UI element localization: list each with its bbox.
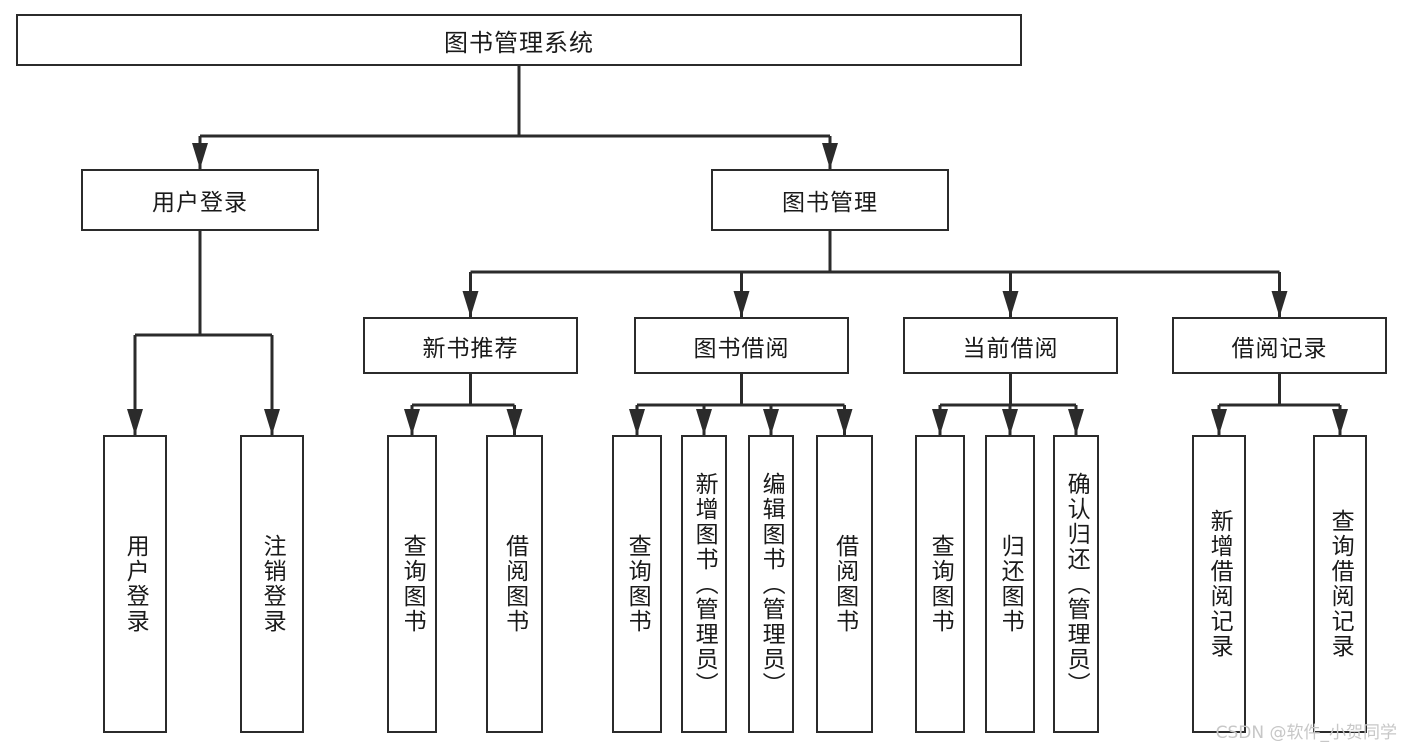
node-label: 确认归还（管理员）	[1063, 471, 1090, 697]
node-label: 借阅图书	[501, 534, 528, 634]
node-label: 查询借阅记录	[1327, 509, 1354, 659]
node-label: 借阅图书	[831, 534, 858, 634]
node-leaf-logout: 注销登录	[240, 435, 304, 733]
node-leaf-query-book-3: 查询图书	[915, 435, 965, 733]
node-label: 图书管理	[782, 190, 878, 216]
node-label: 用户登录	[122, 534, 149, 634]
node-user-login: 用户登录	[81, 169, 319, 231]
node-leaf-add-book: 新增图书（管理员）	[681, 435, 727, 733]
node-label: 借阅记录	[1231, 335, 1328, 362]
node-leaf-confirm-return: 确认归还（管理员）	[1053, 435, 1099, 733]
watermark-text: CSDN @软件_小贺同学	[1215, 723, 1397, 743]
node-label: 新增图书（管理员）	[691, 471, 718, 697]
node-label: 新书推荐	[422, 335, 519, 362]
node-label: 查询图书	[624, 534, 651, 634]
node-leaf-query-book-2: 查询图书	[612, 435, 662, 733]
node-leaf-borrow-book-2: 借阅图书	[816, 435, 873, 733]
node-label: 注销登录	[259, 534, 286, 634]
node-borrow-record: 借阅记录	[1172, 317, 1387, 374]
node-label: 图书借阅	[693, 335, 790, 362]
node-label: 用户登录	[152, 190, 248, 216]
node-root: 图书管理系统	[16, 14, 1022, 66]
node-label: 图书管理系统	[444, 28, 594, 57]
node-label: 当前借阅	[962, 335, 1059, 362]
node-label: 编辑图书（管理员）	[758, 471, 785, 697]
node-leaf-add-record: 新增借阅记录	[1192, 435, 1246, 733]
node-label: 归还图书	[997, 534, 1024, 634]
node-leaf-edit-book: 编辑图书（管理员）	[748, 435, 794, 733]
node-label: 查询图书	[927, 534, 954, 634]
node-current-borrow: 当前借阅	[903, 317, 1118, 374]
node-book-borrow: 图书借阅	[634, 317, 849, 374]
node-label: 新增借阅记录	[1206, 509, 1233, 659]
node-new-book-rec: 新书推荐	[363, 317, 578, 374]
node-book-manage: 图书管理	[711, 169, 949, 231]
node-leaf-query-book-1: 查询图书	[387, 435, 437, 733]
node-leaf-user-login: 用户登录	[103, 435, 167, 733]
node-leaf-query-record: 查询借阅记录	[1313, 435, 1367, 733]
node-leaf-borrow-book-1: 借阅图书	[486, 435, 543, 733]
node-label: 查询图书	[399, 534, 426, 634]
node-leaf-return-book: 归还图书	[985, 435, 1035, 733]
